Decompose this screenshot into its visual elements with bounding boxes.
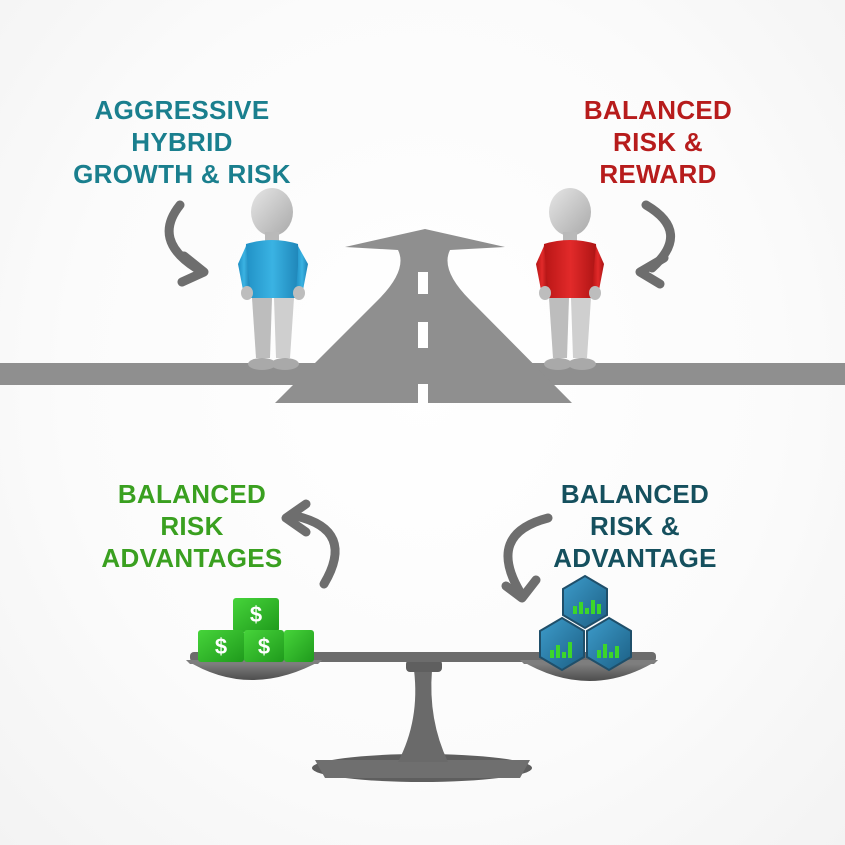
person-figure-icon <box>238 188 308 370</box>
curved-arrow-icon <box>501 513 553 603</box>
road-dash <box>418 272 428 294</box>
label-balanced-risk-reward: BALANCED RISK & REWARD <box>548 94 768 190</box>
label-line: BALANCED <box>117 479 267 509</box>
vertical-road <box>275 229 572 403</box>
road-dash <box>418 322 428 348</box>
money-symbol: $ <box>215 634 227 659</box>
road-icon <box>0 229 845 403</box>
label-line: AGGRESSIVE <box>94 95 270 125</box>
money-symbol: $ <box>250 602 262 627</box>
label-line: ADVANTAGE <box>553 543 717 573</box>
label-line: HYBRID <box>131 127 233 157</box>
label-line: BALANCED <box>560 479 710 509</box>
person-figure-icon <box>536 188 604 370</box>
curved-arrow-icon <box>281 499 340 589</box>
balance-scale-icon <box>186 652 658 782</box>
curved-arrow-icon <box>164 200 209 287</box>
label-balanced-risk-advantage: BALANCED RISK & ADVANTAGE <box>530 478 740 574</box>
road-dash <box>418 384 428 403</box>
money-block-icon <box>198 598 314 662</box>
money-symbol: $ <box>258 634 270 659</box>
label-line: RISK <box>160 511 224 541</box>
hexagon-chart-icon <box>539 574 632 672</box>
label-line: GROWTH & RISK <box>73 159 291 189</box>
label-aggressive-hybrid: AGGRESSIVE HYBRID GROWTH & RISK <box>62 94 302 190</box>
label-line: BALANCED <box>583 95 733 125</box>
label-line: RISK & <box>590 511 680 541</box>
curved-arrow-icon <box>635 200 675 289</box>
label-line: RISK & <box>613 127 703 157</box>
label-line: REWARD <box>599 159 717 189</box>
label-balanced-risk-advantages: BALANCED RISK ADVANTAGES <box>92 478 292 574</box>
label-line: ADVANTAGES <box>101 543 283 573</box>
